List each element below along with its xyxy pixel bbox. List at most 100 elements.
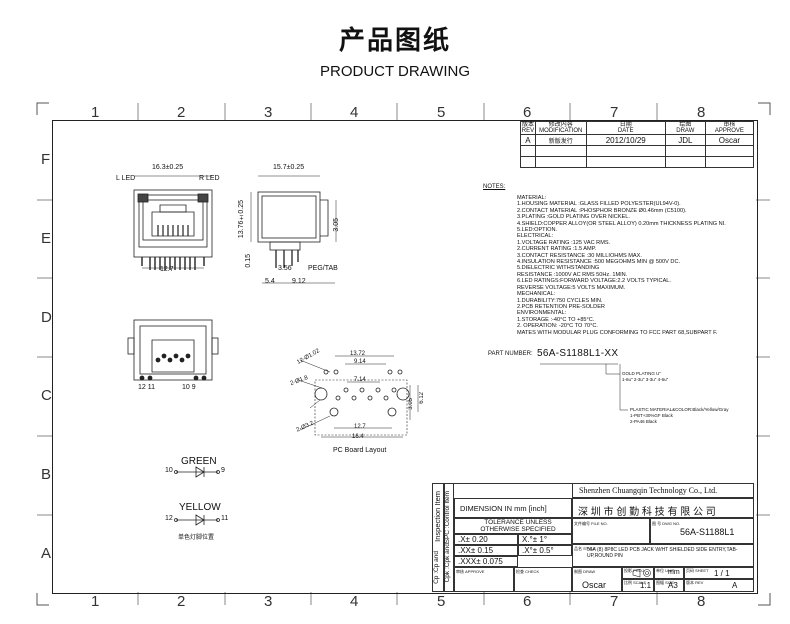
angle-tolerance-x: X.°± 1° [522, 535, 548, 544]
plating-note-2: 1-6u" 2-3u" 3-3u" 4-6u" [622, 377, 669, 382]
projection-symbol-icon [632, 569, 651, 578]
pin-label-12-11: 12 11 [138, 384, 155, 391]
r-led-label: R LED [199, 175, 220, 182]
side-label-cpk: Cpk :Cpk and [444, 543, 451, 583]
zone-col-7-bottom: 7 [610, 593, 619, 610]
zone-col-6-bottom: 6 [523, 593, 532, 610]
zone-col-7: 7 [610, 104, 619, 121]
dim-3-56: 3.56 [278, 265, 292, 272]
peg-tab-label: PEG/TAB [308, 265, 338, 272]
single-led-note: 单色灯脚位置 [178, 535, 215, 541]
tolerance-xxx: .XXX± 0.075 [458, 557, 503, 566]
pcb-dim-12-7: 12.7 [354, 424, 366, 430]
pcb-dim-9-14: 9.14 [354, 359, 366, 365]
dim-height: 13.76±0.25 [238, 200, 245, 239]
zone-row-a: A [41, 545, 52, 562]
rev-cell: A [520, 134, 536, 146]
zone-col-3: 3 [264, 104, 273, 121]
side-label-cp: Cp :Cp and [433, 551, 440, 584]
tolerance-x: .X± 0.20 [458, 535, 488, 544]
scale-value: 1:1 [640, 581, 652, 590]
yellow-pin-b: 11 [221, 515, 229, 522]
green-led-label: GREEN [181, 456, 217, 467]
dim-0-15: 0.15 [245, 254, 252, 268]
angle-tolerance-xx: .X°± 0.5° [522, 546, 554, 555]
notes-list: MATERIAL: 1.HOUSING MATERIAL :GLASS FILL… [517, 195, 726, 336]
zone-col-4-bottom: 4 [350, 593, 359, 610]
check-label: 检查 CHECK [516, 569, 540, 574]
approve-label: 审核 APPROVE [456, 569, 485, 574]
l-led-label: L LED [116, 175, 136, 182]
dwg-no-value: 56A-S1188L1 [680, 527, 735, 537]
rev-label: 版本 REV [686, 580, 704, 585]
zone-row-b: B [41, 466, 52, 483]
page-title-en: PRODUCT DRAWING [320, 63, 470, 80]
dwg-no-label: 图 号 DWG NO. [652, 521, 681, 526]
pin-label-10-9: 10 9 [182, 384, 196, 391]
zone-col-3-bottom: 3 [264, 593, 273, 610]
dim-9-12: 9.12 [292, 278, 306, 285]
zone-col-2: 2 [177, 104, 186, 121]
zone-col-5-bottom: 5 [437, 593, 446, 610]
green-pin-b: 9 [221, 467, 225, 474]
dim-pin-span: 12.7 [160, 266, 174, 273]
size-value: A3 [668, 581, 678, 590]
zone-row-c: C [41, 387, 52, 404]
color-note-1: PLASTIC MATERIAL&COLOR:Black/Yellow/Gray [630, 407, 729, 412]
side-label-spc: SPC :Control Item [444, 491, 451, 544]
zone-col-5: 5 [437, 104, 446, 121]
tolerance-heading: TOLERANCE UNLESS OTHERWISE SPECIFIED [480, 519, 556, 533]
dim-5-4: 5.4 [265, 278, 275, 285]
part-number-label: PART NUMBER: [488, 351, 533, 357]
title-block: Inspection Item SPC :Control Item Cpk :C… [432, 483, 754, 592]
yellow-led-label: YELLOW [179, 502, 221, 513]
pcb-dim-7-14: 7.14 [354, 377, 366, 383]
dim-side-3-05: 3.05 [333, 218, 340, 232]
draw-label: 制图 DRAW [574, 569, 596, 574]
pcb-dim-6-12: 6.12 [419, 392, 425, 404]
size-label: 图幅 SIZE [656, 580, 675, 585]
pcb-dim-13-72: 13.72 [350, 351, 366, 357]
part-number-value: 56A-S1188L1-XX [537, 348, 619, 359]
rev-value: A [732, 581, 738, 590]
style-value: 56A (8) 8P8C LED PCB JACK W/HT SHIELDED … [587, 547, 738, 559]
zone-row-d: D [41, 309, 52, 326]
zone-col-8: 8 [697, 104, 706, 121]
zone-col-6: 6 [523, 104, 532, 121]
style-label: 品名 STYLE [574, 546, 596, 551]
pcb-dim-3-05: 3.05 [408, 398, 414, 410]
tolerance-xx: .XX± 0.15 [458, 546, 494, 555]
sheet-value: 1 / 1 [714, 569, 730, 578]
color-note-2: 1-PBT+30%GF Black [630, 413, 673, 418]
plating-note-1: GOLD PLATING U" [622, 371, 662, 376]
unit-label: 单位 UNIT [656, 568, 675, 573]
yellow-pin-a: 12 [165, 515, 173, 522]
zone-col-1-bottom: 1 [91, 593, 100, 610]
side-label-inspection: Inspection Item [433, 491, 442, 542]
company-name-cn: 深 圳 市 创 勤 科 技 有 限 公 司 [578, 507, 716, 518]
sheet-label: 页码 SHEET [686, 568, 709, 573]
dimension-unit: DIMENSION IN mm [inch] [460, 504, 547, 513]
pcb-dim-16-4: 16.4 [352, 434, 364, 440]
front-view-body [133, 189, 213, 258]
dim-depth-side: 15.7±0.25 [273, 164, 305, 171]
zone-col-1: 1 [91, 104, 100, 121]
draw-value: Oscar [582, 580, 607, 590]
unit-value: mm [668, 569, 680, 576]
zone-col-8-bottom: 8 [697, 593, 706, 610]
zone-col-2-bottom: 2 [177, 593, 186, 610]
dim-width-front: 16.3±0.25 [152, 164, 184, 171]
zone-col-4: 4 [350, 104, 359, 121]
drawing-border [52, 120, 758, 594]
page-title-cn: 产品图纸 [338, 26, 451, 56]
green-pin-a: 10 [165, 467, 173, 474]
scale-label: 比例 SCALE [624, 580, 647, 585]
notes-heading: NOTES: [483, 184, 506, 190]
zone-row-f: F [41, 151, 51, 168]
color-note-3: 2-PA46 Black [630, 419, 657, 424]
company-name: Shenzhen Chuangqin Technology Co., Ltd. [579, 486, 718, 495]
pcb-layout-label: PC Board Layout [333, 447, 387, 454]
